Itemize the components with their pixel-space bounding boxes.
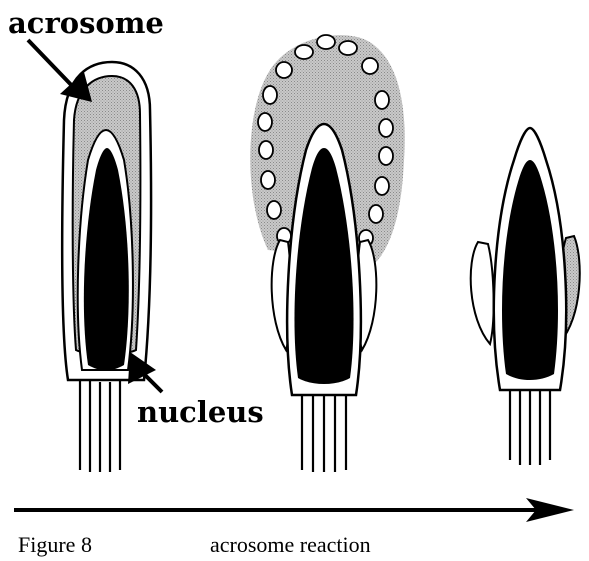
stage-2-vesiculation bbox=[250, 35, 405, 472]
acrosome-label: acrosome bbox=[8, 6, 164, 40]
process-arrow bbox=[14, 498, 574, 522]
figure-title: acrosome reaction bbox=[210, 532, 371, 557]
stage-3-tail bbox=[510, 385, 550, 465]
nucleus-label: nucleus bbox=[137, 395, 264, 429]
stage-1-tail bbox=[80, 378, 120, 472]
stage-2-tail bbox=[302, 390, 346, 472]
stage-3-left-flap bbox=[471, 242, 494, 344]
stage-3-reacted-sperm bbox=[471, 128, 580, 465]
figure-number: Figure 8 bbox=[18, 532, 92, 557]
